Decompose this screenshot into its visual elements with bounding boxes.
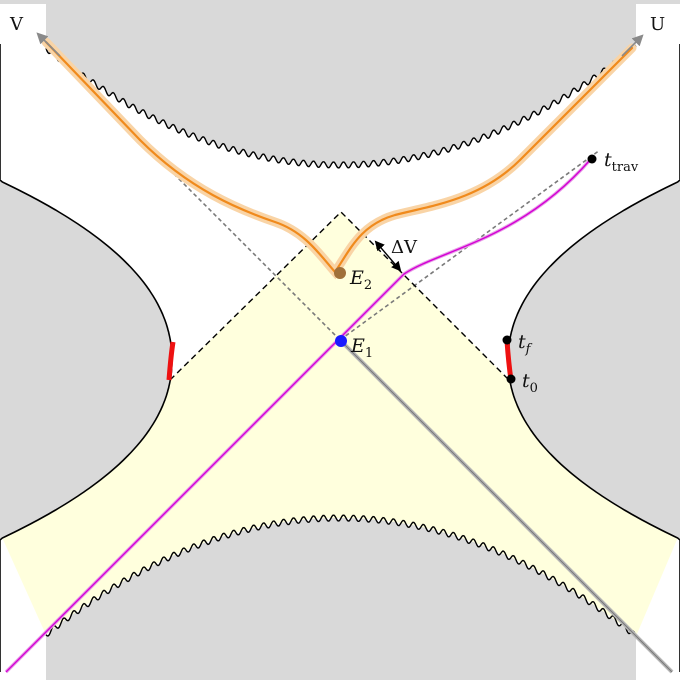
e1-label: E1 bbox=[350, 335, 373, 361]
top-singularity-wavy-line bbox=[45, 44, 637, 169]
e2-point bbox=[334, 267, 346, 279]
magenta-worldline-core bbox=[5, 159, 591, 673]
top-gray-region bbox=[46, 0, 636, 168]
t-trav-label: ttrav bbox=[604, 149, 639, 175]
gray-null-ray-core bbox=[340, 340, 673, 673]
v-axis-label: V bbox=[9, 14, 24, 35]
e1-point bbox=[335, 335, 347, 347]
u-axis-arrow bbox=[621, 34, 644, 57]
delta-v-arrow bbox=[374, 240, 402, 272]
left-gray-region bbox=[0, 44, 172, 672]
right-gray-region bbox=[508, 44, 680, 672]
delta-v-label: ΔV bbox=[391, 237, 418, 258]
left-red-segment bbox=[166, 341, 176, 381]
t-0-label: t0 bbox=[522, 370, 538, 396]
v-axis-arrow bbox=[36, 32, 61, 57]
bottom-gray-region bbox=[46, 515, 636, 680]
horizon-left-dotted bbox=[139, 139, 341, 341]
t-trav-point bbox=[587, 154, 597, 164]
t-0-point bbox=[506, 374, 516, 384]
u-axis-label: U bbox=[650, 14, 665, 35]
bottom-singularity-wavy-line bbox=[45, 514, 637, 637]
causal-future-region bbox=[2, 212, 678, 637]
e2-label: E2 bbox=[349, 267, 372, 293]
t-f-label: tf bbox=[518, 331, 533, 357]
light-cone-dashed-boundary bbox=[169, 211, 513, 384]
t-f-point bbox=[502, 335, 512, 345]
